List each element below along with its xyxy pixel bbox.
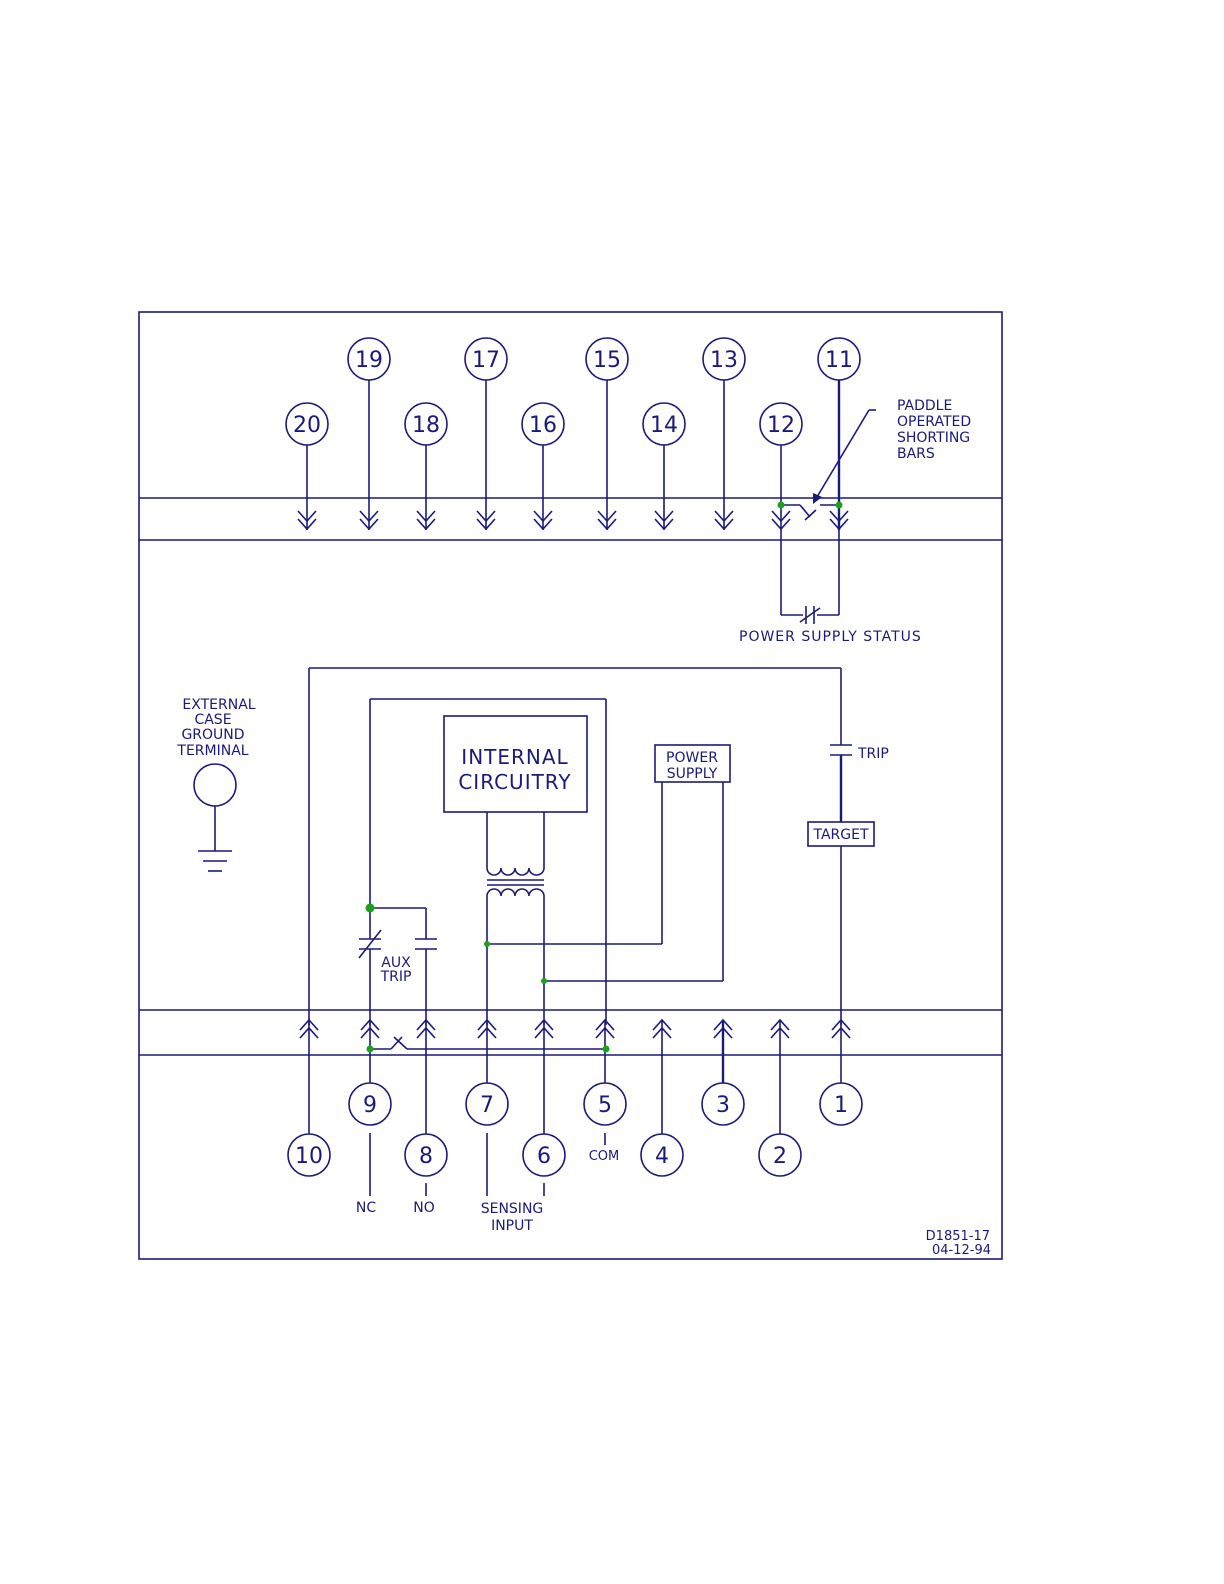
terminal-number: 12 [767,413,795,438]
bottom-terminal-group: 10 9 8 7 6 5 4 3 2 1 [288,1020,862,1176]
terminal-number: 14 [650,413,678,438]
power-supply-status-contact: POWER SUPPLY STATUS [739,530,922,645]
bottom-terminal-10: 10 [288,1020,330,1176]
top-terminal-group: 20 19 18 17 16 15 14 13 12 11 [286,338,860,530]
terminal-number: 20 [293,413,321,438]
terminal-number: 6 [537,1144,551,1169]
bottom-shorting-bar [367,1037,610,1053]
sensing-input-label-2: INPUT [491,1218,533,1234]
target-label: TARGET [812,827,868,843]
terminal-number: 15 [593,348,621,373]
ground-label-4: TERMINAL [176,743,248,759]
top-terminal-12: 12 [760,403,802,530]
external-ground-terminal: EXTERNAL CASE GROUND TERMINAL [176,697,255,871]
ground-label-2: CASE [194,712,231,728]
transformer-primary-icon [487,868,544,875]
power-supply-status-label: POWER SUPPLY STATUS [739,629,922,645]
top-terminal-17: 17 [465,338,507,530]
bottom-terminal-9: 9 [349,1020,391,1125]
top-terminal-11: 11 [818,338,860,530]
bottom-terminal-7: 7 [466,1020,508,1125]
terminal-number: 11 [825,348,853,373]
terminal-number: 5 [598,1093,612,1118]
terminal-number: 2 [773,1144,787,1169]
bottom-terminal-3: 3 [702,1020,744,1125]
top-terminal-14: 14 [643,403,685,530]
top-terminal-20: 20 [286,403,328,530]
top-terminal-19: 19 [348,338,390,530]
trip-label: TRIP [857,746,889,762]
sensing-input-label-1: SENSING [481,1201,544,1217]
nc-label: NC [356,1200,376,1216]
paddle-label-4: BARS [897,446,935,462]
paddle-label-1: PADDLE [897,398,952,414]
bottom-terminal-8: 8 [405,1020,447,1176]
top-terminal-18: 18 [405,403,447,530]
drawing-date: 04-12-94 [932,1243,991,1258]
bottom-terminal-4: 4 [641,1020,683,1176]
top-terminal-15: 15 [586,338,628,530]
paddle-label-2: OPERATED [897,414,971,430]
bottom-terminal-2: 2 [759,1020,801,1176]
paddle-label-3: SHORTING [897,430,970,446]
top-terminal-13: 13 [703,338,745,530]
bottom-terminal-1: 1 [820,1020,862,1125]
internal-circuitry-label-1: INTERNAL [461,745,568,769]
bottom-terminal-5: 5 [584,1020,626,1125]
no-label: NO [413,1200,435,1216]
ground-label-3: GROUND [181,727,244,743]
power-supply-label-1: POWER [666,750,718,766]
terminal-number: 13 [710,348,738,373]
drawing-number: D1851-17 [926,1229,990,1244]
aux-trip-label-2: TRIP [380,969,412,985]
terminal-number: 9 [363,1093,377,1118]
top-terminal-16: 16 [522,403,564,530]
terminal-number: 16 [529,413,557,438]
terminal-number: 4 [655,1144,669,1169]
paddle-shorting-bars: PADDLE OPERATED SHORTING BARS [778,398,972,520]
terminal-number: 17 [472,348,500,373]
power-supply-label-2: SUPPLY [667,766,718,782]
ground-label-1: EXTERNAL [182,697,255,713]
terminal-number: 18 [412,413,440,438]
terminal-number: 19 [355,348,383,373]
terminal-number: 7 [480,1093,494,1118]
internal-circuitry: INTERNAL CIRCUITRY [444,716,587,1025]
bottom-lead-labels: NC NO COM SENSING INPUT [356,1133,619,1234]
terminal-number: 10 [295,1144,323,1169]
terminal-number: 8 [419,1144,433,1169]
com-label: COM [589,1149,620,1164]
bottom-terminal-6: 6 [523,1020,565,1176]
transformer-secondary-icon [487,889,544,896]
internal-circuitry-label-2: CIRCUITRY [458,770,571,794]
terminal-number: 3 [716,1093,730,1118]
terminal-number: 1 [834,1093,848,1118]
